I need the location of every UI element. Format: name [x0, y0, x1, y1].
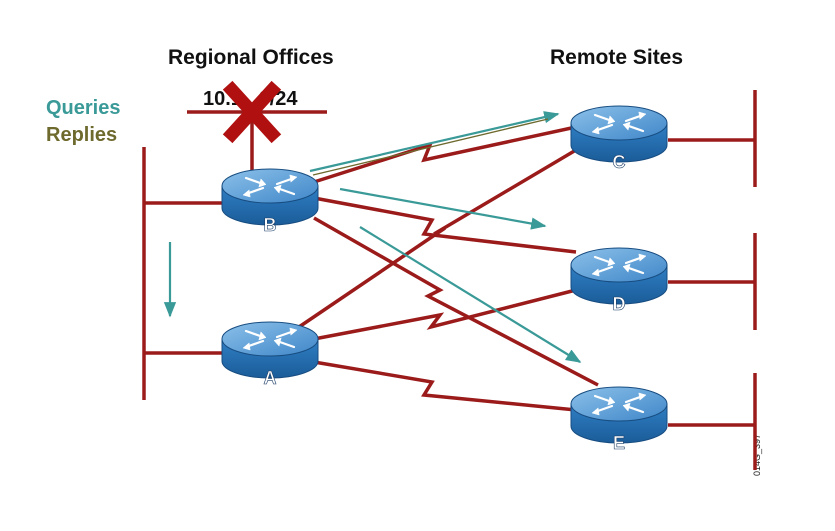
- router-a: A: [220, 320, 320, 388]
- wan-link-b-c: [313, 125, 577, 184]
- router-b-label: B: [264, 215, 277, 235]
- failure-x-icon: [222, 80, 282, 144]
- router-b: B: [220, 167, 320, 235]
- router-d: D: [569, 246, 669, 314]
- router-c: C: [569, 104, 669, 172]
- wan-link-a-d: [313, 288, 577, 341]
- legend-replies: Replies: [46, 124, 118, 146]
- wan-link-b-d: [313, 196, 577, 254]
- router-c-label: C: [613, 152, 626, 172]
- query-arrow-to-d: [339, 187, 547, 230]
- wan-link-a-c: [295, 148, 577, 331]
- router-e-label: E: [613, 433, 625, 453]
- reply-arrow-c: [312, 118, 549, 176]
- router-d-label: D: [613, 294, 626, 314]
- query-arrow-to-c: [309, 111, 560, 173]
- router-a-label: A: [264, 368, 277, 388]
- wan-link-b-e: [313, 216, 599, 387]
- query-arrow-to-e: [359, 226, 582, 363]
- wan-link-a-e: [313, 360, 577, 412]
- remote-sites-heading: Remote Sites: [550, 46, 684, 69]
- router-e: E: [569, 385, 669, 453]
- regional-offices-heading: Regional Offices: [168, 46, 334, 69]
- legend-queries: Queries: [46, 97, 121, 119]
